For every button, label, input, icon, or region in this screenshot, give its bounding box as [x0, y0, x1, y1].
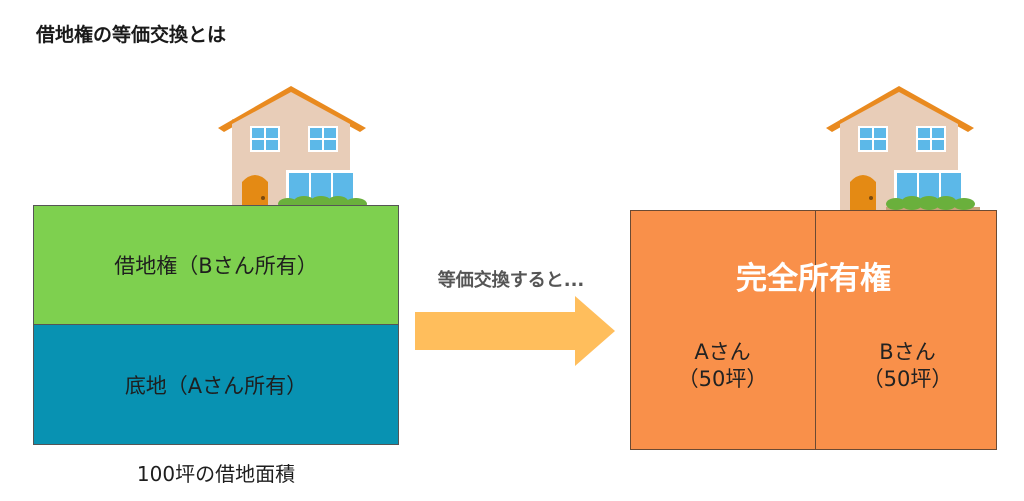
leased-land-parcel: 借地権（Bさん所有） 底地（Aさん所有） — [33, 205, 399, 445]
parcel-divider — [815, 211, 816, 449]
house-icon — [218, 86, 372, 220]
owner-a-label: Aさん — [694, 340, 751, 364]
owner-b-parcel: Bさん （50坪） — [816, 339, 999, 393]
page-title: 借地権の等価交換とは — [36, 24, 227, 46]
house-body — [826, 86, 980, 220]
owner-b-label: Bさん — [879, 340, 936, 364]
full-ownership-title: 完全所有権 — [736, 261, 891, 297]
leasehold-label: 借地権（Bさん所有） — [114, 254, 318, 278]
arrow-right-icon — [415, 296, 615, 366]
house-icon — [826, 86, 980, 220]
area-caption: 100坪の借地面積 — [136, 462, 296, 486]
full-ownership-parcel: 完全所有権 Aさん （50坪） Bさん （50坪） — [630, 210, 997, 450]
exchange-label: 等価交換すると... — [437, 270, 585, 291]
owner-a-parcel: Aさん （50坪） — [631, 339, 814, 393]
owner-b-area: （50坪） — [862, 367, 953, 391]
base-land-label: 底地（Aさん所有） — [124, 373, 308, 398]
leasehold-area: 借地権（Bさん所有） — [34, 206, 398, 325]
base-land-area: 底地（Aさん所有） — [34, 325, 398, 444]
owner-a-area: （50坪） — [677, 367, 768, 391]
house-body — [218, 86, 372, 220]
